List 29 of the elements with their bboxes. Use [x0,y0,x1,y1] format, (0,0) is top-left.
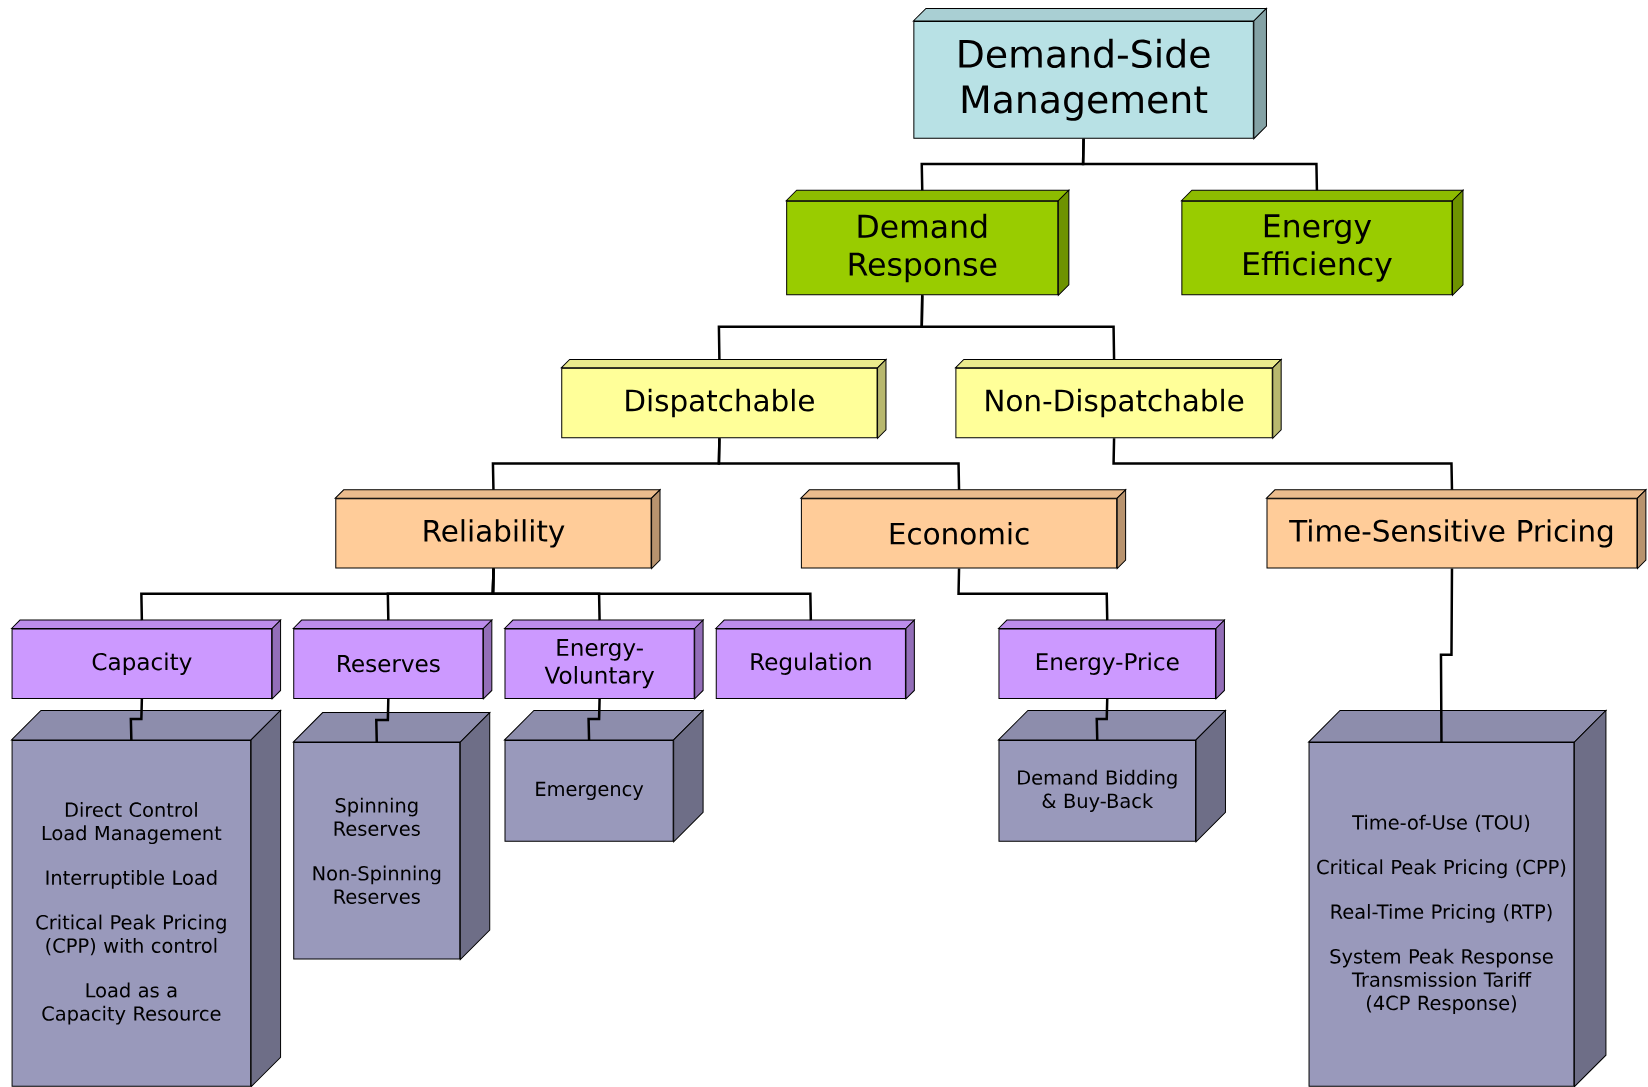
category-box: Energy Efficiency [1180,189,1464,296]
connector-line [1439,568,1454,743]
connector-line [920,295,1116,360]
category-box: Non-Dispatchable [954,358,1282,439]
category-box: Dispatchable [560,358,887,439]
list-box: Spinning Reserves Non-Spinning Reserves [292,712,491,961]
connector-line [1112,438,1454,490]
connector-line [375,698,390,743]
category-box: Demand Response [785,189,1070,296]
connector-line [717,438,961,490]
category-box: Reserves [292,619,493,700]
connector-line [587,698,601,740]
category-box: Regulation [715,619,915,700]
connector-line [129,698,144,740]
category-box: Demand-Side Management [912,7,1267,140]
category-box: Time-Sensitive Pricing [1266,489,1647,570]
connector-line [1095,698,1109,740]
category-box: Capacity [11,619,282,700]
category-box: Economic [800,489,1127,570]
list-box: Emergency [504,710,704,843]
category-box: Reliability [334,489,661,570]
category-box: Energy-Voluntary [504,619,704,700]
connector-line [957,568,1109,621]
category-box: Energy-Price [998,619,1225,700]
connector-line [1081,138,1319,191]
list-box: Time-of-Use (TOU) Critical Peak Pricing (CPP) Real-Time Pricing (RTP) System Peak Response Transmission Tariff (4CP Response) [1308,710,1607,1087]
list-box: Direct Control Load Management Interruptible Load Critical Peak Pricing (CPP) with control Load as a Capacity Resource [11,710,282,1087]
connector-line [491,568,813,621]
list-box: Demand Bidding & Buy-Back [998,710,1226,843]
